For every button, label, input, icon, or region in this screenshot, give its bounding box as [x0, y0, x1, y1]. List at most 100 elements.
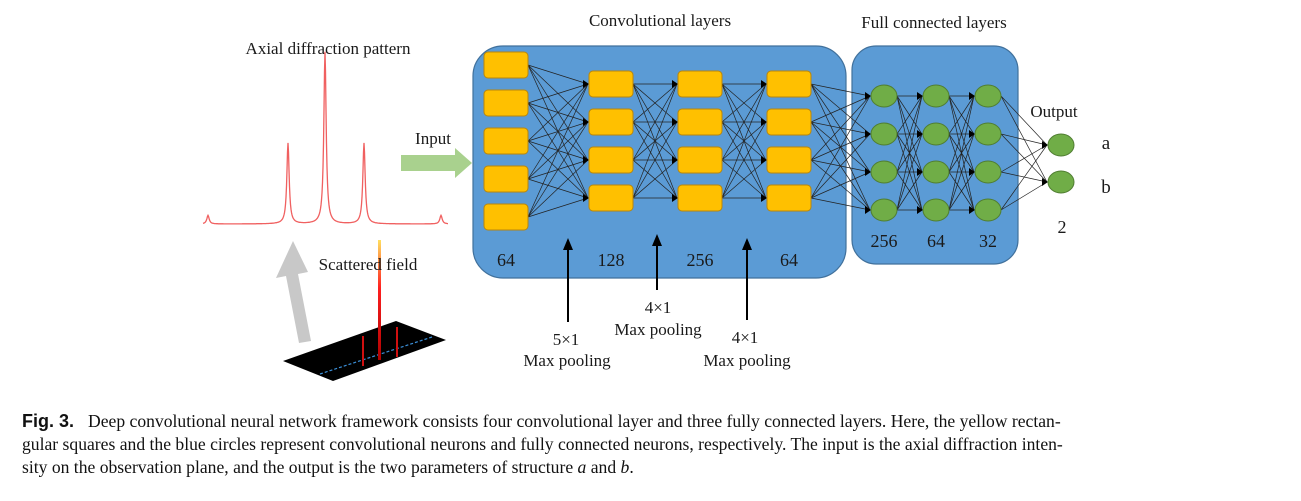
- fc-neuron: [922, 122, 950, 146]
- connection-line: [810, 95, 871, 161]
- connection-line: [527, 83, 589, 104]
- conv-neuron: [483, 127, 529, 155]
- connection-line: [896, 133, 923, 211]
- output-param-b: b: [1101, 177, 1111, 198]
- connection-line: [527, 83, 589, 180]
- connection-line: [1000, 144, 1048, 211]
- conv-layers-title: Convolutional layers: [589, 11, 731, 30]
- connection-line: [721, 83, 767, 123]
- caption-var-b: b: [620, 457, 630, 477]
- pooling-3-label: Max pooling: [703, 351, 791, 370]
- conv-neuron: [483, 89, 529, 117]
- observation-plane: [283, 321, 446, 381]
- pooling-arrow-3: [742, 238, 752, 320]
- input-label: Input: [415, 129, 451, 148]
- pooling-2-kernel: 4×1: [645, 298, 672, 317]
- conv-layer-size-label: 64: [497, 250, 515, 270]
- conv-neuron: [483, 165, 529, 193]
- connection-line: [527, 121, 589, 218]
- fc-neuron: [974, 84, 1002, 108]
- fc-neuron: [922, 160, 950, 184]
- connection-arrowhead-icon: [969, 168, 975, 176]
- connection-arrowhead-icon: [865, 92, 871, 100]
- connection-line: [632, 159, 678, 199]
- connection-arrowhead-icon: [865, 206, 871, 214]
- connection-line: [1000, 144, 1048, 173]
- conv-neuron: [766, 184, 812, 212]
- axial-diffraction-title: Axial diffraction pattern: [246, 39, 411, 58]
- conv-neuron: [766, 70, 812, 98]
- connection-arrowhead-icon: [1042, 178, 1048, 186]
- connection-line: [1000, 133, 1048, 183]
- conv-neuron: [588, 146, 634, 174]
- connection-arrowhead-icon: [969, 206, 975, 214]
- connection-arrowhead-icon: [583, 156, 589, 164]
- conv-layer-size-label: 64: [780, 250, 798, 270]
- connection-arrowhead-icon: [672, 156, 678, 164]
- connection-arrowhead-icon: [917, 206, 923, 214]
- connection-arrowhead-icon: [583, 118, 589, 126]
- caption-and: and: [586, 457, 621, 477]
- connection-line: [896, 95, 923, 173]
- conv-neuron: [483, 203, 529, 231]
- network-connections: [527, 64, 1048, 218]
- fc-neuron: [870, 160, 898, 184]
- connection-arrowhead-icon: [865, 168, 871, 176]
- connection-arrowhead-icon: [672, 194, 678, 202]
- output-neuron: [1047, 170, 1075, 194]
- connection-line: [948, 95, 975, 135]
- connection-line: [527, 197, 589, 218]
- fc-neuron: [974, 122, 1002, 146]
- scattered-field-label: Scattered field: [319, 255, 418, 274]
- connection-line: [948, 171, 975, 211]
- connection-arrowhead-icon: [761, 156, 767, 164]
- connection-arrowhead-icon: [672, 118, 678, 126]
- connection-line: [527, 64, 589, 85]
- connection-arrowhead-icon: [761, 118, 767, 126]
- connection-line: [948, 133, 975, 211]
- figure-caption: Fig. 3.Deep convolutional neural network…: [22, 410, 1284, 479]
- caption-text-3: sity on the observation plane, and the o…: [22, 457, 578, 477]
- connection-line: [721, 121, 767, 199]
- conv-neuron: [677, 70, 723, 98]
- scattered-beam-left: [362, 336, 364, 366]
- conv-neuron: [588, 108, 634, 136]
- connection-line: [948, 95, 975, 211]
- connection-line: [632, 83, 678, 161]
- conv-neuron: [677, 146, 723, 174]
- conv-layers-panel: [472, 45, 847, 279]
- connection-line: [810, 95, 871, 199]
- pooling-arrow-2: [652, 234, 662, 290]
- connection-arrowhead-icon: [969, 130, 975, 138]
- connection-line: [632, 83, 678, 199]
- connection-line: [1000, 95, 1048, 146]
- scattered-field-arrow-icon: [276, 241, 311, 343]
- conv-neuron: [766, 108, 812, 136]
- fc-layer-size-label: 256: [871, 231, 898, 251]
- connection-line: [896, 95, 923, 135]
- fc-neuron: [922, 84, 950, 108]
- fc-neuron: [870, 198, 898, 222]
- connection-arrowhead-icon: [583, 194, 589, 202]
- connection-line: [527, 83, 589, 142]
- connection-line: [527, 83, 589, 218]
- connection-line: [721, 83, 767, 161]
- connection-arrowhead-icon: [865, 130, 871, 138]
- connection-line: [721, 159, 767, 199]
- connection-arrowhead-icon: [583, 80, 589, 88]
- pooling-2-label: Max pooling: [614, 320, 702, 339]
- conv-layer-size-label: 256: [687, 250, 714, 270]
- output-neuron: [1047, 133, 1075, 157]
- caption-line-1: Fig. 3.Deep convolutional neural network…: [22, 410, 1284, 433]
- pooling-arrow-1: [563, 238, 573, 322]
- conv-layer-size-label: 128: [598, 250, 625, 270]
- connection-arrowhead-icon: [917, 130, 923, 138]
- connection-line: [810, 83, 871, 97]
- connection-arrowhead-icon: [1042, 141, 1048, 149]
- connection-line: [810, 197, 871, 211]
- connection-line: [632, 83, 678, 123]
- pooling-1-kernel: 5×1: [553, 330, 580, 349]
- input-arrow-icon: [401, 148, 472, 178]
- caption-line-3: sity on the observation plane, and the o…: [22, 456, 1284, 479]
